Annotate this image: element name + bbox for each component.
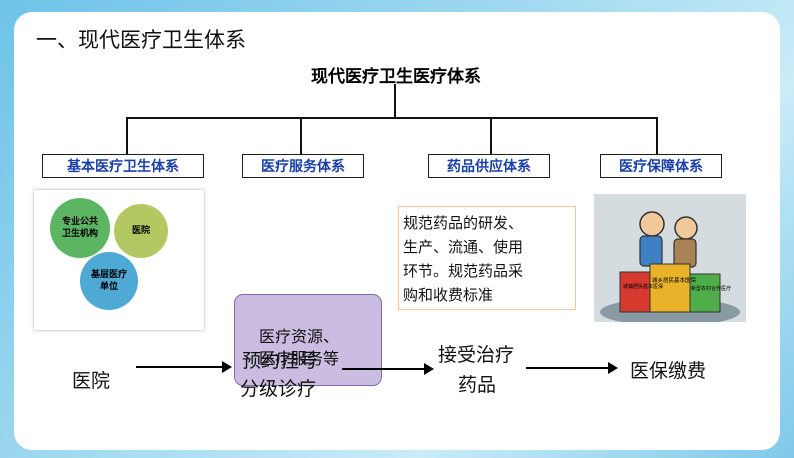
venn-label-primary-care: 基层医疗单位 (90, 270, 127, 292)
flow-step-treatment: 接受治疗 (438, 344, 515, 366)
drug-note-line-4: 购和收费标准 (403, 286, 494, 304)
drug-note-line-1: 规范药品的研发、 (403, 214, 524, 232)
venn-panel: 专业公共卫生机构 医院 基层医疗单位 (34, 190, 204, 330)
category-medical-service: 医疗服务体系 (242, 154, 364, 178)
cartoon-label-urban-rural: 城乡居民基本医保 (652, 276, 697, 284)
connector-root-vertical (394, 84, 396, 118)
connector-branch-4 (656, 117, 658, 154)
connector-horizontal (126, 117, 658, 119)
flow-arrow-1 (136, 361, 232, 373)
root-node: 现代医疗卫生医疗体系 (311, 67, 481, 87)
insurance-cartoon-image: 城镇居民基本医保 城乡居民基本医保 新型农村合作医疗 (594, 194, 746, 322)
flow-arrow-3 (526, 362, 618, 374)
flow-step-tiered-care: 分级诊疗 (240, 378, 317, 400)
category-medical-insurance: 医疗保障体系 (600, 154, 722, 178)
flow-step-insurance-payment: 医保缴费 (630, 360, 707, 382)
venn-circle-primary-care: 基层医疗单位 (80, 252, 138, 310)
resource-box: 医疗资源、 医疗服务等 (234, 294, 382, 386)
connector-branch-3 (490, 117, 492, 154)
category-drug-supply: 药品供应体系 (428, 154, 550, 178)
drug-supply-note: 规范药品的研发、 生产、流通、使用 环节。规范药品采 购和收费标准 (398, 206, 576, 310)
flow-step-appointment: 预约挂号 (242, 350, 319, 372)
connector-branch-2 (300, 117, 302, 154)
venn-circle-hospital: 医院 (114, 204, 168, 258)
connector-branch-1 (126, 117, 128, 154)
cartoon-label-rural: 新型农村合作医疗 (691, 285, 731, 292)
cartoon-illustration: 城镇居民基本医保 城乡居民基本医保 新型农村合作医疗 (594, 194, 746, 322)
flow-step-drugs: 药品 (458, 374, 497, 396)
venn-circle-public-health: 专业公共卫生机构 (50, 198, 110, 258)
resource-box-line-2: 医疗服务等 (259, 349, 340, 368)
drug-note-line-2: 生产、流通、使用 (403, 238, 524, 256)
slide: 一、现代医疗卫生体系 现代医疗卫生医疗体系 基本医疗卫生体系 医疗服务体系 药品… (14, 12, 780, 450)
resource-box-line-1: 医疗资源、 (259, 327, 340, 346)
cartoon-label-urban: 城镇居民基本医保 (623, 283, 663, 290)
section-heading: 一、现代医疗卫生体系 (36, 28, 246, 52)
flow-step-hospital: 医院 (72, 370, 111, 392)
venn-label-public-health: 专业公共卫生机构 (61, 217, 98, 239)
venn-label-hospital: 医院 (131, 226, 150, 236)
category-basic-health: 基本医疗卫生体系 (42, 154, 204, 178)
flow-arrow-2 (342, 363, 434, 375)
drug-note-line-3: 环节。规范药品采 (403, 262, 524, 280)
